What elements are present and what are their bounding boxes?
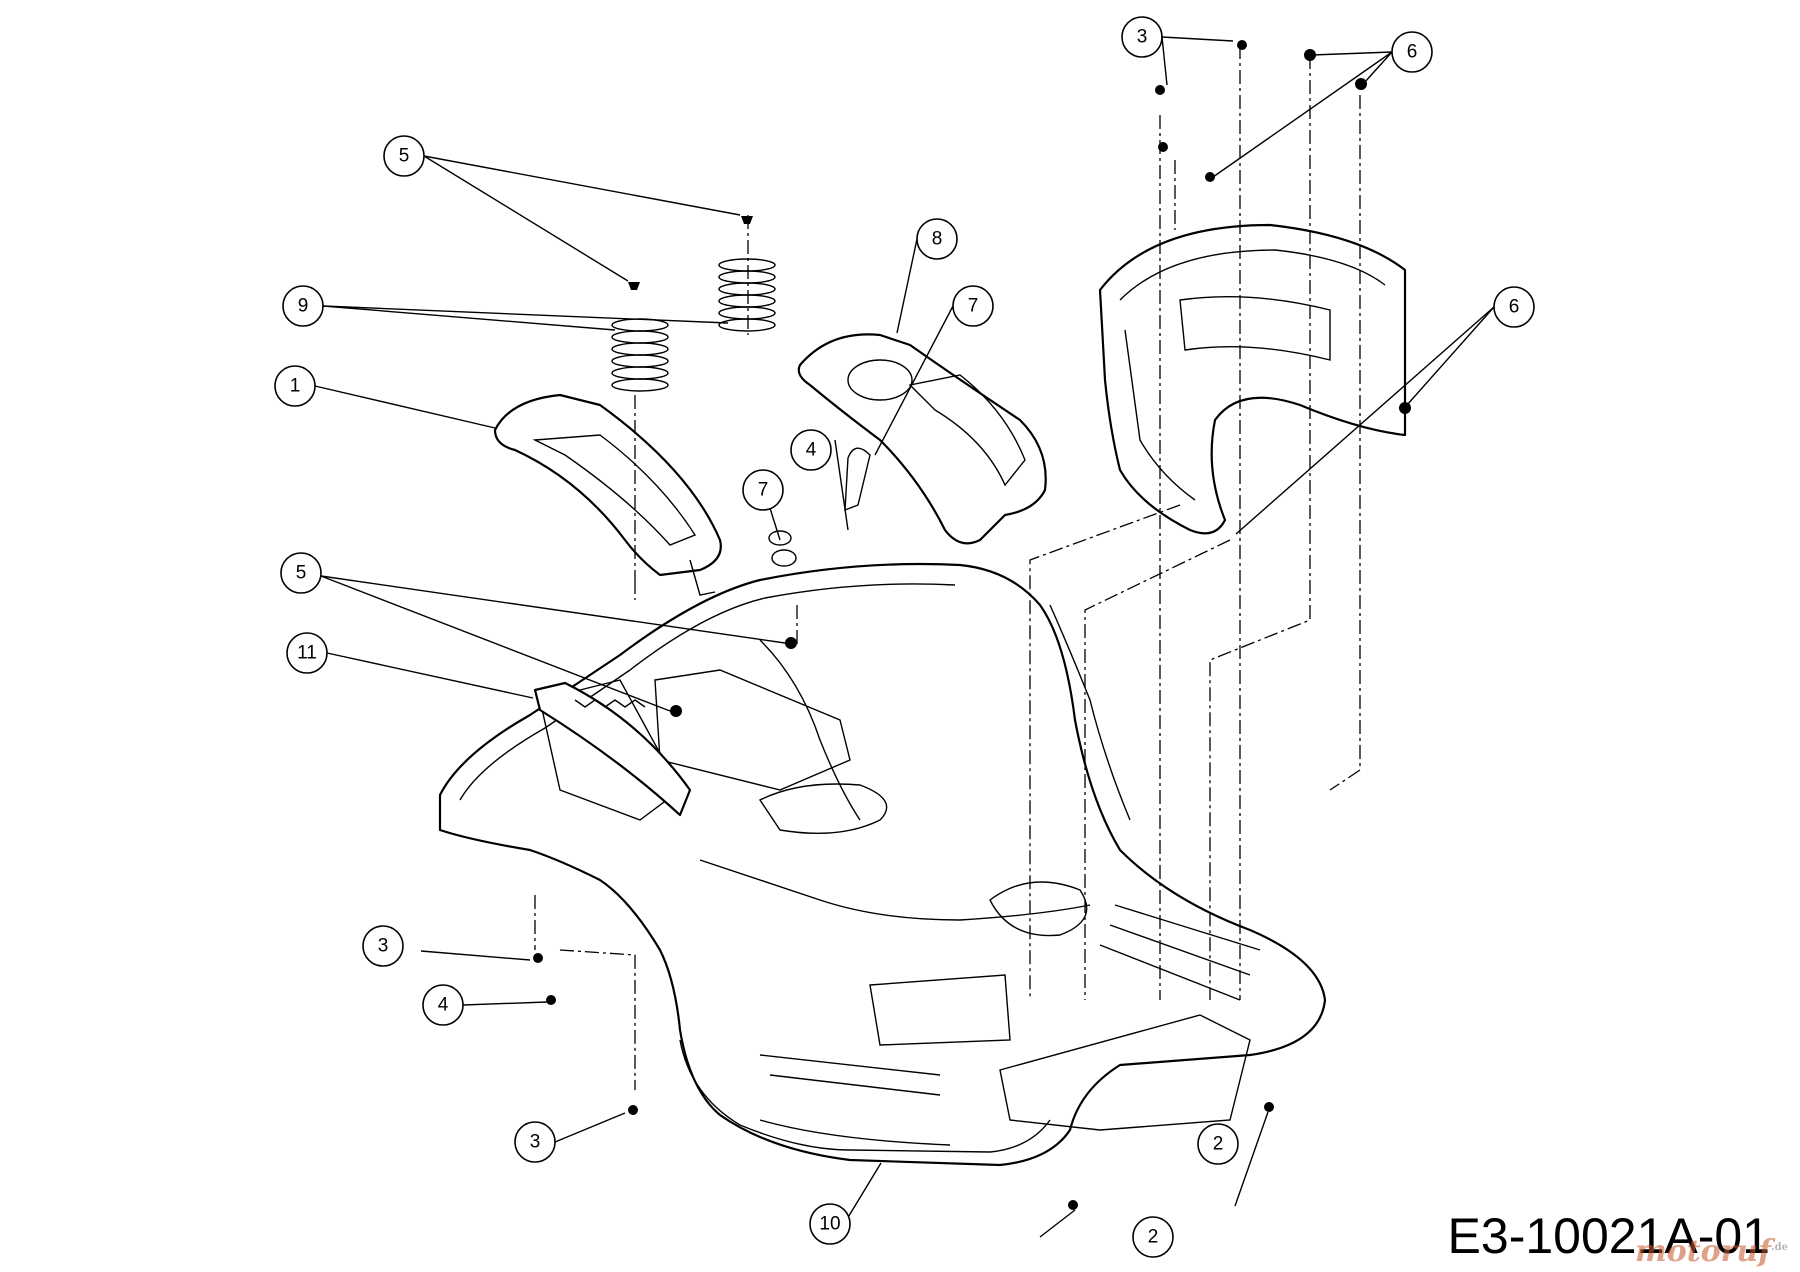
callout-7b-label: 7 <box>968 296 979 317</box>
callout-7b: 7 <box>952 285 994 327</box>
callout-6a-label: 6 <box>1407 42 1418 63</box>
callout-2a-label: 2 <box>1213 1134 1224 1155</box>
rear-cover-part <box>493 393 722 596</box>
callout-10-label: 10 <box>819 1214 840 1235</box>
watermark-suffix: .de <box>1771 1242 1788 1253</box>
callout-9: 9 <box>282 285 324 327</box>
callout-5a-label: 5 <box>399 146 410 167</box>
callout-8-label: 8 <box>932 229 943 250</box>
diagram-code-label: E3-10021A-01 <box>1447 1208 1770 1264</box>
callout-7a-label: 7 <box>758 480 769 501</box>
spring-left-part <box>611 318 669 392</box>
callout-3a: 3 <box>1121 16 1163 58</box>
leader-lines <box>314 36 1495 1238</box>
callout-1-label: 1 <box>290 376 301 397</box>
callout-11-label: 11 <box>297 643 317 664</box>
callout-9-label: 9 <box>298 296 309 317</box>
callout-3c-label: 3 <box>530 1132 541 1153</box>
callout-4a: 4 <box>790 429 832 471</box>
control-plate-part <box>533 681 692 817</box>
watermark-brand: motoruf <box>1635 1234 1772 1269</box>
hardware-items <box>533 40 1411 1210</box>
callout-3b-label: 3 <box>378 936 389 957</box>
callout-2b-label: 2 <box>1148 1227 1159 1248</box>
callout-3b: 3 <box>362 925 404 967</box>
callout-4b: 4 <box>422 984 464 1026</box>
callout-2a: 2 <box>1197 1123 1239 1165</box>
callout-11: 11 <box>286 632 328 674</box>
callout-5a: 5 <box>383 135 425 177</box>
alignment-lines <box>534 45 1361 1090</box>
callout-2b: 2 <box>1132 1216 1174 1258</box>
callout-5b-label: 5 <box>296 563 307 584</box>
callout-6a: 6 <box>1391 31 1433 73</box>
callout-4a-label: 4 <box>806 440 817 461</box>
spring-right-part <box>718 258 776 332</box>
callout-3a-label: 3 <box>1137 27 1148 48</box>
callout-1: 1 <box>274 365 316 407</box>
callout-7a: 7 <box>742 469 784 511</box>
callout-10: 10 <box>809 1203 851 1245</box>
callout-5b: 5 <box>280 552 322 594</box>
callout-6b: 6 <box>1493 286 1535 328</box>
seat-pan-part <box>1098 223 1407 535</box>
callout-4b-label: 4 <box>438 995 449 1016</box>
console-cupholder-part <box>797 333 1047 545</box>
callout-6b-label: 6 <box>1509 297 1520 318</box>
callout-3c: 3 <box>514 1121 556 1163</box>
watermark-logo: motoruf.de <box>1635 1234 1788 1269</box>
body-fender-part <box>438 562 1327 1167</box>
callout-8: 8 <box>916 218 958 260</box>
